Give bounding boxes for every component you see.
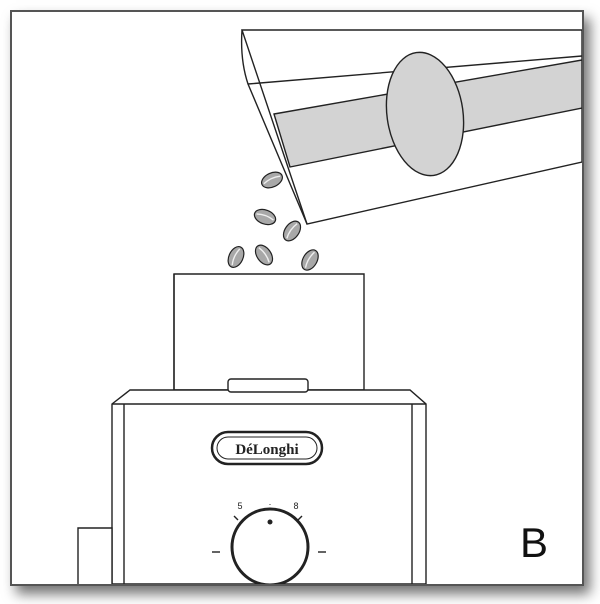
bag-edge [240, 29, 308, 225]
hopper-body [173, 273, 365, 391]
panel-label: B [519, 519, 548, 566]
coffee-bean [282, 220, 302, 242]
coffee-beans [227, 171, 319, 271]
brand-logo: DéLonghi [210, 430, 324, 466]
coffee-bean [253, 208, 277, 226]
grinder-illustration: DéLonghi 5 · 8 [77, 29, 582, 584]
dial-mark-mid: · [269, 499, 272, 509]
lid-button [227, 378, 309, 393]
bag-emblem [385, 51, 465, 177]
coffee-bean [227, 246, 245, 268]
grind-selector-dial: 5 · 8 [212, 499, 326, 584]
bean-hopper [173, 273, 365, 391]
dial-mark-low: 5 [237, 501, 242, 511]
dial-mark-high: 8 [293, 501, 298, 511]
dial-tick [233, 515, 239, 521]
coffee-bean [261, 171, 283, 189]
side-container-body [77, 527, 113, 584]
illustration-frame: DéLonghi 5 · 8 B [10, 10, 584, 586]
grinder-body [111, 378, 427, 584]
dial-tick [297, 515, 303, 521]
side-container [77, 527, 113, 584]
coffee-bag [240, 29, 582, 225]
dial-knob [230, 507, 310, 584]
coffee-bean [301, 249, 319, 271]
brand-logo-text: DéLonghi [235, 442, 298, 458]
coffee-bean [254, 244, 274, 266]
dial-indicator [267, 519, 273, 525]
